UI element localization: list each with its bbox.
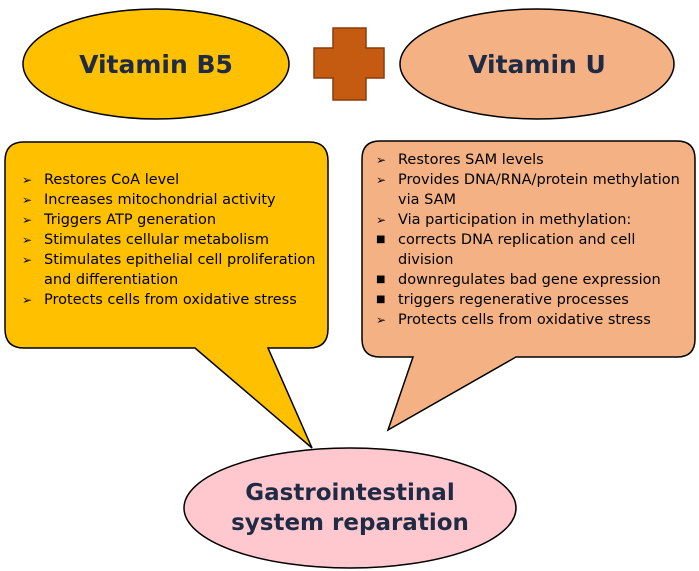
arrow-bullet-icon: ➢: [376, 153, 387, 167]
arrow-bullet-icon: ➢: [22, 213, 33, 227]
vitamin-b5-item-text: Restores CoA level: [44, 172, 180, 188]
vitamin-u-item-text: Protects cells from oxidative stress: [398, 312, 651, 328]
vitamin-b5-item: ➢ Triggers ATP generation: [22, 210, 317, 230]
vitamin-u-item: ➢ Restores SAM levels: [376, 150, 686, 170]
arrow-bullet-icon: ➢: [376, 313, 387, 327]
square-bullet-icon: ■: [376, 294, 386, 305]
vitamin-u-item-text: Restores SAM levels: [398, 152, 544, 168]
vitamin-u-title: Vitamin U: [468, 49, 606, 79]
vitamin-u-item-text: downregulates bad gene expression: [398, 272, 661, 288]
vitamin-u-item-text: triggers regenerative processes: [398, 292, 629, 308]
result-title-line-2: system reparation: [231, 510, 469, 536]
plus-icon: [313, 27, 385, 101]
vitamin-u-ellipse: [399, 8, 675, 120]
result-title-line-1: Gastrointestinal: [245, 480, 455, 506]
vitamin-u-item: ➢ Via participation in methylation:: [376, 210, 686, 230]
vitamin-u-item-text: Via participation in methylation:: [398, 212, 632, 228]
arrow-bullet-icon: ➢: [22, 293, 33, 307]
vitamin-b5-item: ➢ Stimulates cellular metabolism: [22, 230, 317, 250]
vitamin-u-item-text: corrects DNA replication and cell divisi…: [398, 232, 636, 268]
arrow-bullet-icon: ➢: [22, 233, 33, 247]
vitamin-b5-item: ➢ Increases mitochondrial activity: [22, 190, 317, 210]
vitamin-b5-title: Vitamin B5: [79, 49, 233, 79]
vitamin-b5-item: ➢ Protects cells from oxidative stress: [22, 290, 317, 310]
arrow-bullet-icon: ➢: [22, 193, 33, 207]
vitamin-b5-item-text: Protects cells from oxidative stress: [44, 292, 297, 308]
vitamin-b5-item-text: Stimulates epithelial cell proliferation…: [44, 252, 316, 288]
arrow-bullet-icon: ➢: [376, 173, 387, 187]
result-ellipse: [183, 447, 517, 569]
vitamin-b5-list: ➢ Restores CoA level ➢ Increases mitochondr…: [22, 170, 317, 310]
vitamin-u-list: ➢ Restores SAM levels ➢ Provides DNA/RNA/pr…: [376, 150, 686, 330]
vitamin-b5-item: ➢ Restores CoA level: [22, 170, 317, 190]
vitamin-u-item: ➢ Provides DNA/RNA/protein methylation vi…: [376, 170, 686, 210]
vitamin-b5-ellipse: [22, 8, 290, 120]
vitamin-u-item: ■ downregulates bad gene expression: [376, 270, 686, 290]
vitamin-u-item: ■ corrects DNA replication and cell divis…: [376, 230, 686, 270]
vitamin-b5-item: ➢ Stimulates epithelial cell proliferatio…: [22, 250, 317, 290]
vitamin-u-item-text: Provides DNA/RNA/protein methylation via…: [398, 172, 680, 208]
vitamin-u-bubble: [361, 140, 696, 432]
vitamin-b5-bubble: [4, 141, 329, 449]
arrow-bullet-icon: ➢: [22, 173, 33, 187]
vitamin-u-item: ➢ Protects cells from oxidative stress: [376, 310, 686, 330]
arrow-bullet-icon: ➢: [22, 253, 33, 267]
result-title: Gastrointestinal system reparation: [200, 468, 500, 548]
vitamin-b5-item-text: Triggers ATP generation: [44, 212, 217, 228]
vitamin-b5-item-text: Increases mitochondrial activity: [44, 192, 276, 208]
vitamin-u-item: ■ triggers regenerative processes: [376, 290, 686, 310]
square-bullet-icon: ■: [376, 274, 386, 285]
arrow-bullet-icon: ➢: [376, 213, 387, 227]
square-bullet-icon: ■: [376, 234, 386, 245]
vitamin-b5-item-text: Stimulates cellular metabolism: [44, 232, 269, 248]
